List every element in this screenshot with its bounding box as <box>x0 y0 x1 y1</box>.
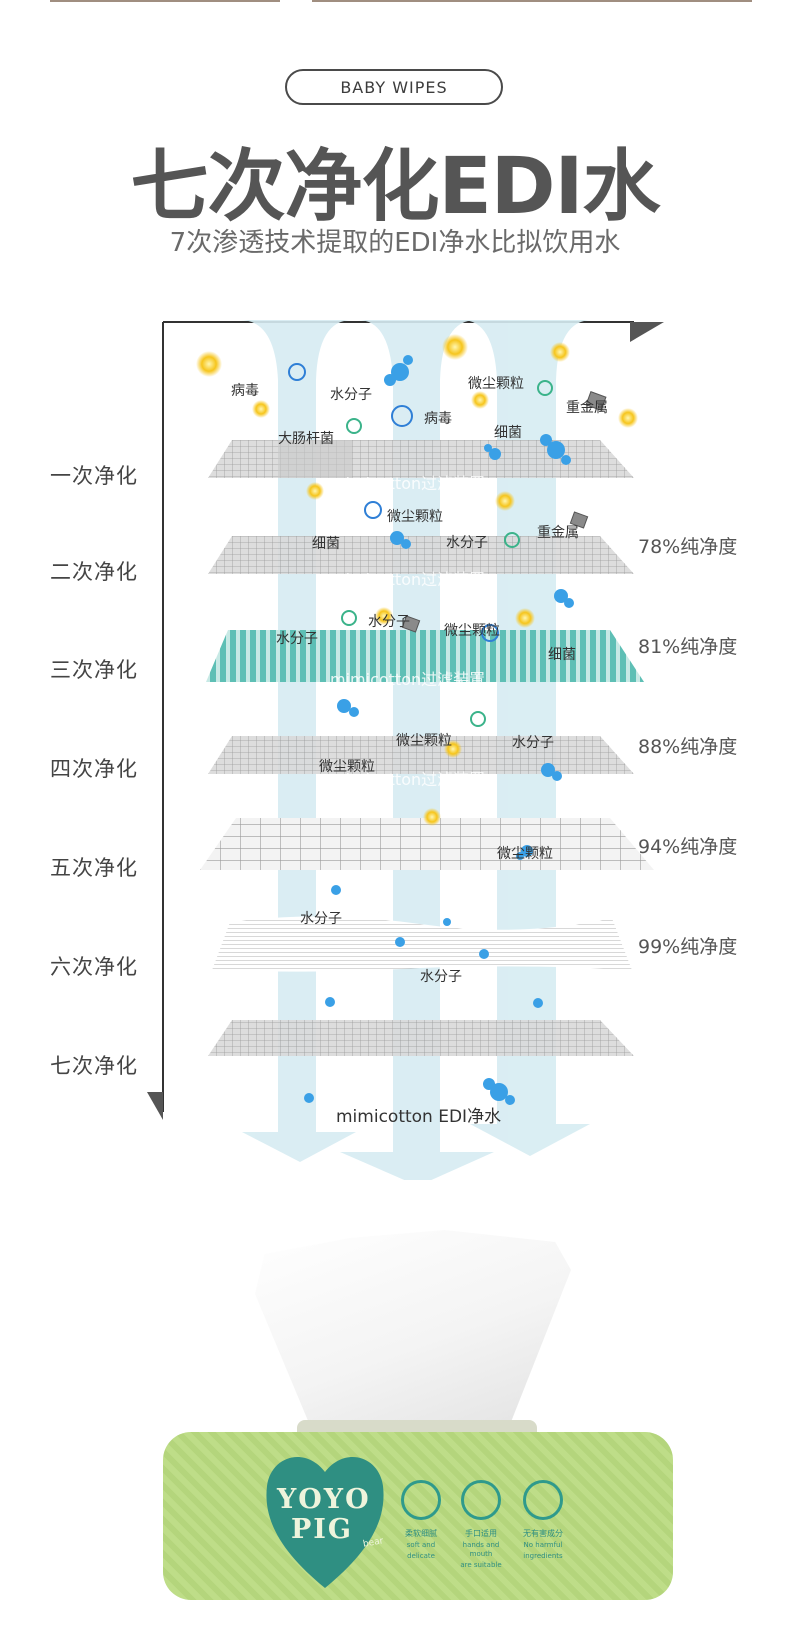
purity-3: 81%纯净度 <box>638 636 738 658</box>
stage-label-6: 六次净化 <box>50 955 138 979</box>
particle-label: 微尘颗粒 <box>319 759 375 775</box>
particle-label: 大肠杆菌 <box>278 431 334 447</box>
brand-line1: YOYO <box>277 1484 371 1515</box>
particle-label: 病毒 <box>424 411 452 427</box>
particle-label: 细菌 <box>548 647 576 663</box>
particle-label: 病毒 <box>231 383 259 399</box>
feature-en: No harmful <box>523 1541 563 1549</box>
feature-en: delicate <box>407 1552 435 1560</box>
particle-label: 水分子 <box>446 535 488 551</box>
particle-label: 微尘颗粒 <box>387 509 443 525</box>
category-tag-label: BABY WIPES <box>340 77 448 97</box>
stage-label-4: 四次净化 <box>50 757 138 781</box>
brand-line2: PIG <box>291 1514 353 1545</box>
particle-label: 水分子 <box>330 387 372 403</box>
purity-2: 78%纯净度 <box>638 536 738 558</box>
wipe-sheet <box>255 1230 571 1430</box>
particle-label: 水分子 <box>512 735 554 751</box>
feature-en: ingredients <box>523 1552 563 1560</box>
feature-en: soft and <box>406 1541 436 1549</box>
particle-label: 水分子 <box>368 614 410 630</box>
stage-label-2: 二次净化 <box>50 560 138 584</box>
feature-zh: 柔软细腻 <box>405 1529 437 1538</box>
purity-6: 99%纯净度 <box>638 936 738 958</box>
stage-label-5: 五次净化 <box>50 856 138 880</box>
particle-label: 微尘颗粒 <box>444 623 500 639</box>
soft-icon <box>401 1480 441 1520</box>
brand-name: YOYO PIG <box>277 1484 371 1545</box>
product-package: YOYO PIG bear 柔软细腻 soft and delicate 手口适… <box>163 1230 673 1605</box>
particle-label: 重金属 <box>537 525 579 541</box>
feature-no-harm: 无有害成分 No harmful ingredients <box>513 1480 573 1561</box>
page-title: 七次净化EDI水 <box>130 142 660 232</box>
heart-logo-icon <box>261 1440 389 1590</box>
stage-label-7: 七次净化 <box>50 1054 138 1078</box>
particle-label: 水分子 <box>420 969 462 985</box>
feature-en: are suitable <box>460 1561 502 1569</box>
feature-zh: 无有害成分 <box>523 1529 563 1538</box>
particle-label: 细菌 <box>312 536 340 552</box>
stage-label-3: 三次净化 <box>50 658 138 682</box>
layer-text-3: mimicotton过滤装置 <box>330 670 486 689</box>
category-tag: BABY WIPES <box>285 69 503 105</box>
feature-soft: 柔软细腻 soft and delicate <box>391 1480 451 1561</box>
layer-text-1: mimicotton过滤装置 <box>330 474 486 493</box>
purity-4: 88%纯净度 <box>638 736 738 758</box>
layer-text-4: mimicotton过滤装置 <box>330 770 486 789</box>
particle-label: 细菌 <box>494 425 522 441</box>
final-water-label: mimicotton EDI净水 <box>336 1107 502 1127</box>
particle-label: 水分子 <box>276 631 318 647</box>
particle-label: 水分子 <box>300 911 342 927</box>
particle-label: 微尘颗粒 <box>468 376 524 392</box>
baby-face-icon <box>461 1480 501 1520</box>
particle-label: 微尘颗粒 <box>396 733 452 749</box>
particle-label: 重金属 <box>566 400 608 416</box>
top-decor-line <box>0 0 790 3</box>
purity-5: 94%纯净度 <box>638 836 738 858</box>
no-harm-icon <box>523 1480 563 1520</box>
particle-label: 微尘颗粒 <box>497 846 553 862</box>
feature-en: hands and mouth <box>462 1541 500 1558</box>
feature-zh: 手口适用 <box>465 1529 497 1538</box>
filtration-diagram <box>147 320 664 1180</box>
layer-text-2: mimicotton过滤装置 <box>330 570 486 589</box>
feature-hands-mouth: 手口适用 hands and mouth are suitable <box>451 1480 511 1570</box>
stage-label-1: 一次净化 <box>50 464 138 488</box>
page-subtitle: 7次渗透技术提取的EDI净水比拟饮用水 <box>169 228 621 258</box>
